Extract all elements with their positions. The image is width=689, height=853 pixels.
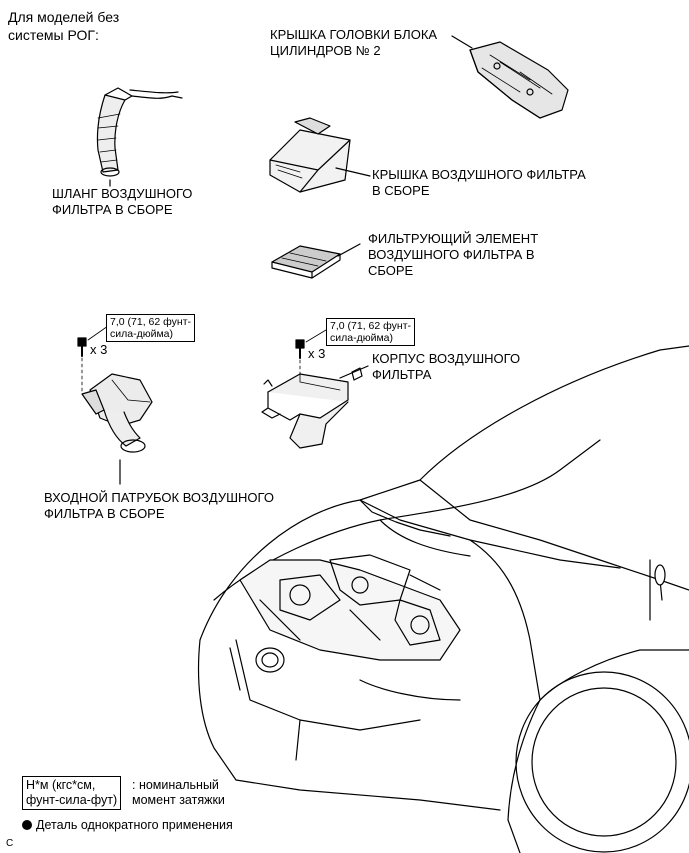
label-filter-element-line-2: ВОЗДУШНОГО ФИЛЬТРА В bbox=[368, 247, 535, 262]
right-bolt-shape bbox=[295, 339, 305, 349]
torque-spec-right: 7,0 (71, 62 фунт- сила-дюйма) bbox=[326, 318, 415, 346]
label-filter-element-line-3: СБОРЕ bbox=[368, 263, 414, 278]
torque-spec-left: 7,0 (71, 62 фунт- сила-дюйма) bbox=[106, 314, 195, 342]
header-line-2: системы РОГ: bbox=[8, 27, 99, 43]
filter-cover-leader bbox=[335, 167, 371, 177]
legend-one-time-text: Деталь однократного применения bbox=[36, 818, 233, 832]
label-inlet-line-1: ВХОДНОЙ ПАТРУБОК ВОЗДУШНОГО bbox=[44, 490, 274, 505]
label-inlet-line-2: ФИЛЬТРА В СБОРЕ bbox=[44, 506, 165, 521]
air-filter-housing-drawing bbox=[261, 367, 363, 449]
header-note: Для моделей без системы РОГ: bbox=[8, 8, 119, 44]
header-line-1: Для моделей без bbox=[8, 9, 120, 25]
figure-code: C bbox=[6, 838, 14, 849]
torque-left-line-2: сила-дюйма) bbox=[110, 328, 173, 340]
label-hose-line-2: ФИЛЬТРА В СБОРЕ bbox=[52, 202, 173, 217]
label-filter-cover-line-2: В СБОРЕ bbox=[372, 183, 430, 198]
inlet-drawing bbox=[81, 373, 153, 453]
label-filter-cover-line-1: КРЫШКА ВОЗДУШНОГО ФИЛЬТРА bbox=[372, 167, 586, 182]
label-head-cover-line-2: ЦИЛИНДРОВ № 2 bbox=[270, 43, 381, 58]
filter-element-drawing bbox=[271, 245, 341, 279]
torque-right-line-2: сила-дюйма) bbox=[330, 332, 393, 344]
left-bolt-shape bbox=[77, 337, 87, 347]
housing-leader bbox=[339, 365, 369, 379]
cylinder-head-cover-drawing bbox=[469, 41, 569, 119]
legend-unit-box: Н*м (кгс*см, фунт-сила-фут) bbox=[22, 776, 122, 810]
filled-circle-icon bbox=[22, 820, 32, 830]
label-inlet: ВХОДНОЙ ПАТРУБОК ВОЗДУШНОГО ФИЛЬТРА В СБ… bbox=[44, 490, 274, 522]
car-drawing bbox=[197, 345, 689, 853]
legend-unit-line-1: Н*м (кгс*см, bbox=[26, 778, 96, 792]
legend-unit-desc-line-1: : номинальный bbox=[132, 778, 219, 792]
air-filter-cover-drawing bbox=[269, 117, 351, 193]
label-filter-cover: КРЫШКА ВОЗДУШНОГО ФИЛЬТРА В СБОРЕ bbox=[372, 167, 586, 199]
filter-element-leader bbox=[337, 243, 361, 257]
label-head-cover: КРЫШКА ГОЛОВКИ БЛОКА ЦИЛИНДРОВ № 2 bbox=[270, 27, 437, 59]
quantity-left: x 3 bbox=[90, 342, 108, 357]
torque-right-line-1: 7,0 (71, 62 фунт- bbox=[330, 320, 411, 332]
legend-unit-desc-line-2: момент затяжки bbox=[132, 793, 225, 807]
quantity-right: x 3 bbox=[308, 346, 326, 361]
label-head-cover-line-1: КРЫШКА ГОЛОВКИ БЛОКА bbox=[270, 27, 438, 42]
label-filter-element: ФИЛЬТРУЮЩИЙ ЭЛЕМЕНТ ВОЗДУШНОГО ФИЛЬТРА В… bbox=[368, 231, 538, 279]
legend-unit-description: : номинальный момент затяжки bbox=[132, 778, 225, 808]
torque-left-line-1: 7,0 (71, 62 фунт- bbox=[110, 316, 191, 328]
legend-one-time-use: Деталь однократного применения bbox=[22, 818, 233, 833]
label-housing: КОРПУС ВОЗДУШНОГО ФИЛЬТРА bbox=[372, 351, 520, 383]
head-cover-leader bbox=[451, 35, 473, 49]
label-housing-line-1: КОРПУС ВОЗДУШНОГО bbox=[372, 351, 521, 366]
label-filter-element-line-1: ФИЛЬТРУЮЩИЙ ЭЛЕМЕНТ bbox=[368, 231, 539, 246]
air-filter-hose-drawing bbox=[96, 87, 183, 177]
label-housing-line-2: ФИЛЬТРА bbox=[372, 367, 432, 382]
label-hose: ШЛАНГ ВОЗДУШНОГО ФИЛЬТРА В СБОРЕ bbox=[52, 186, 192, 218]
legend-unit-line-2: фунт-сила-фут) bbox=[26, 793, 118, 807]
label-hose-line-1: ШЛАНГ ВОЗДУШНОГО bbox=[52, 186, 193, 201]
